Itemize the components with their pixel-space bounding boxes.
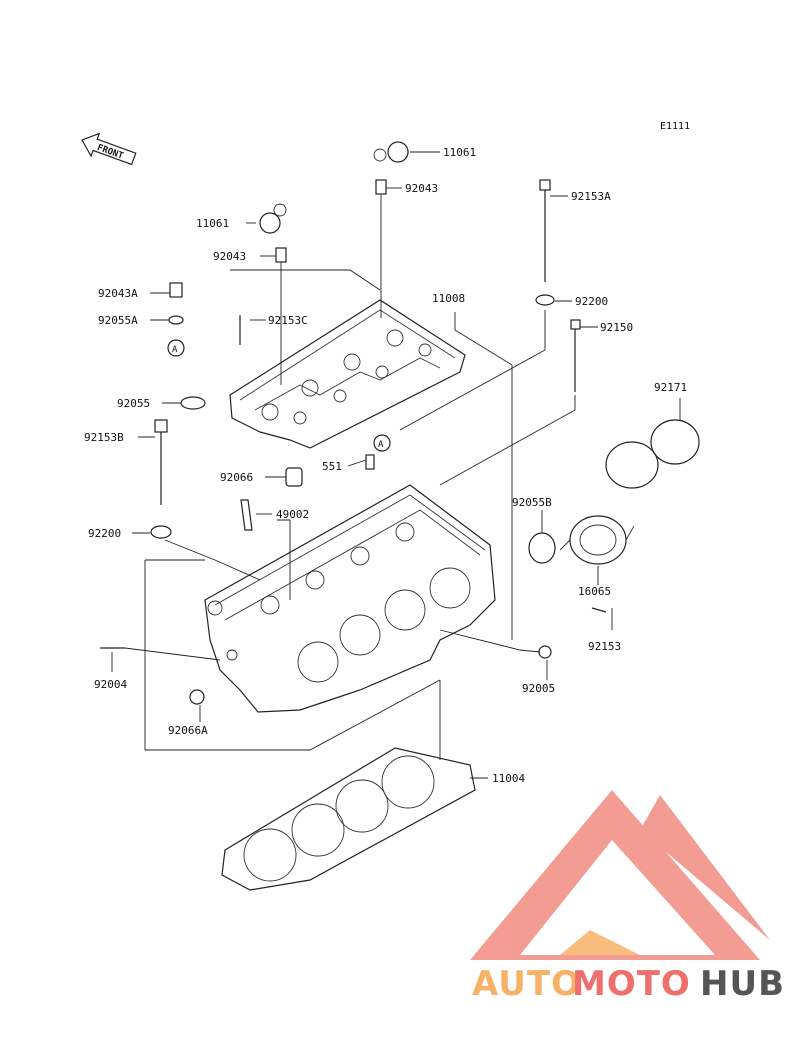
label-92066A: 92066A: [168, 724, 208, 737]
label-92150: 92150: [600, 321, 633, 334]
label-11008: 11008: [432, 292, 465, 305]
watermark-part1: AUTO: [472, 964, 581, 1004]
seal-92066: [285, 467, 303, 487]
label-11061-left: 11061: [196, 217, 229, 230]
front-arrow-icon: FRONT: [81, 132, 137, 166]
watermark-part3: HUB: [700, 964, 785, 1004]
guide-49002: [240, 499, 253, 531]
label-92153C: 92153C: [268, 314, 308, 327]
label-49002: 49002: [276, 508, 309, 521]
label-92043A: 92043A: [98, 287, 138, 300]
label-92153B: 92153B: [84, 431, 124, 444]
ref-marker-a-left: A: [167, 339, 185, 357]
head-gasket-11004: [221, 747, 476, 891]
dowel-92043-left: [275, 247, 287, 263]
dowel-92043-top: [375, 179, 387, 195]
label-92005: 92005: [522, 682, 555, 695]
bolt-92153: [591, 607, 607, 613]
cap-11061-top: [373, 141, 409, 163]
label-92043-top: 92043: [405, 182, 438, 195]
label-92043-left: 92043: [213, 250, 246, 263]
watermark-text: AUTO MOTO HUB: [472, 964, 785, 1004]
sensor-92005: [538, 645, 552, 659]
part-labels: 11061 92043 92153A 11061 92043 92200 920…: [84, 146, 687, 785]
cap-11061-left: [259, 203, 287, 234]
oring-92055B: [528, 532, 556, 564]
leader-lines: [111, 151, 681, 779]
bolt-92150: [570, 319, 581, 392]
label-16065: 16065: [578, 585, 611, 598]
holder-16065: [559, 515, 635, 565]
watermark-part2: MOTO: [572, 964, 691, 1004]
cylinder-head: [204, 484, 496, 713]
label-92153A: 92153A: [571, 190, 611, 203]
oring-92055A: [168, 315, 184, 325]
label-11004: 11004: [492, 772, 525, 785]
watermark-logo-icon: [470, 790, 770, 960]
label-11061-top: 11061: [443, 146, 476, 159]
label-92055A: 92055A: [98, 314, 138, 327]
camshaft-cap-11008: [229, 299, 466, 449]
cap-92171: [605, 419, 700, 489]
washer-92200-top: [535, 294, 555, 306]
label-92153: 92153: [588, 640, 621, 653]
label-92200-top: 92200: [575, 295, 608, 308]
bolt-92153B: [154, 419, 168, 505]
label-92066: 92066: [220, 471, 253, 484]
ref-marker-a-center-text: A: [378, 440, 384, 450]
label-92171: 92171: [654, 381, 687, 394]
label-92055B: 92055B: [512, 496, 552, 509]
ref-marker-a-left-text: A: [172, 345, 178, 355]
plug-92066A: [189, 689, 205, 705]
label-92055: 92055: [117, 397, 150, 410]
pin-551: [365, 454, 375, 470]
label-551: 551: [322, 460, 342, 473]
label-92200-left: 92200: [88, 527, 121, 540]
washer-92200-left: [150, 525, 172, 539]
dowel-92043A: [169, 282, 183, 298]
oring-92055: [180, 396, 206, 410]
ref-marker-a-center: A: [373, 434, 391, 452]
diagram-code: E1111: [660, 121, 690, 132]
bolt-92153A: [539, 179, 551, 282]
label-92004: 92004: [94, 678, 127, 691]
